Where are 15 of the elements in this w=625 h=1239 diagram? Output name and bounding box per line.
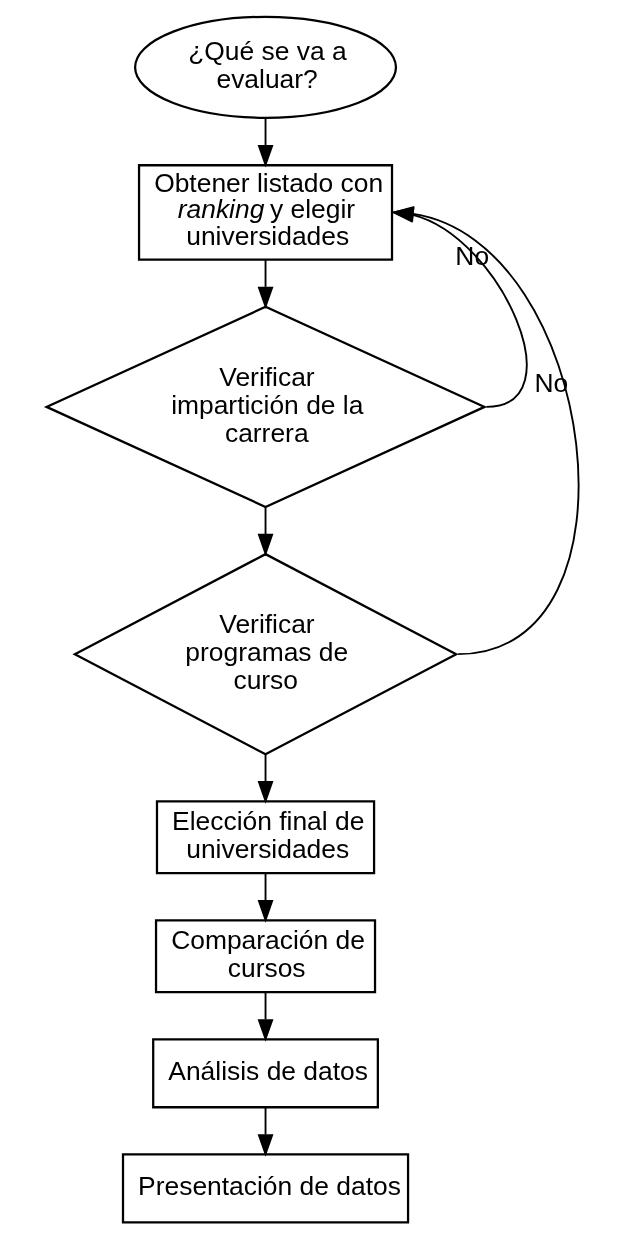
node-diamond: Verificar programas de curso <box>71 552 459 756</box>
node-box: Comparación de cursos <box>154 919 376 994</box>
arrow <box>257 753 273 804</box>
arrow <box>257 991 273 1042</box>
node-ellipse: ¿Qué se va a evaluar? <box>133 15 397 119</box>
node-box: Elección final de universidades <box>155 800 375 875</box>
node-box: Presentación de datos <box>121 1153 409 1224</box>
node-diamond: Verificar impartición de la carrera <box>43 305 487 509</box>
arrow <box>257 506 273 557</box>
node-box: Análisis de datos <box>151 1038 379 1109</box>
arrow <box>257 872 273 923</box>
arrow <box>257 117 273 168</box>
arrow <box>257 1106 273 1157</box>
arrow <box>257 259 273 310</box>
node-box: Obtener listado con ranking y elegir universidades <box>137 164 393 261</box>
